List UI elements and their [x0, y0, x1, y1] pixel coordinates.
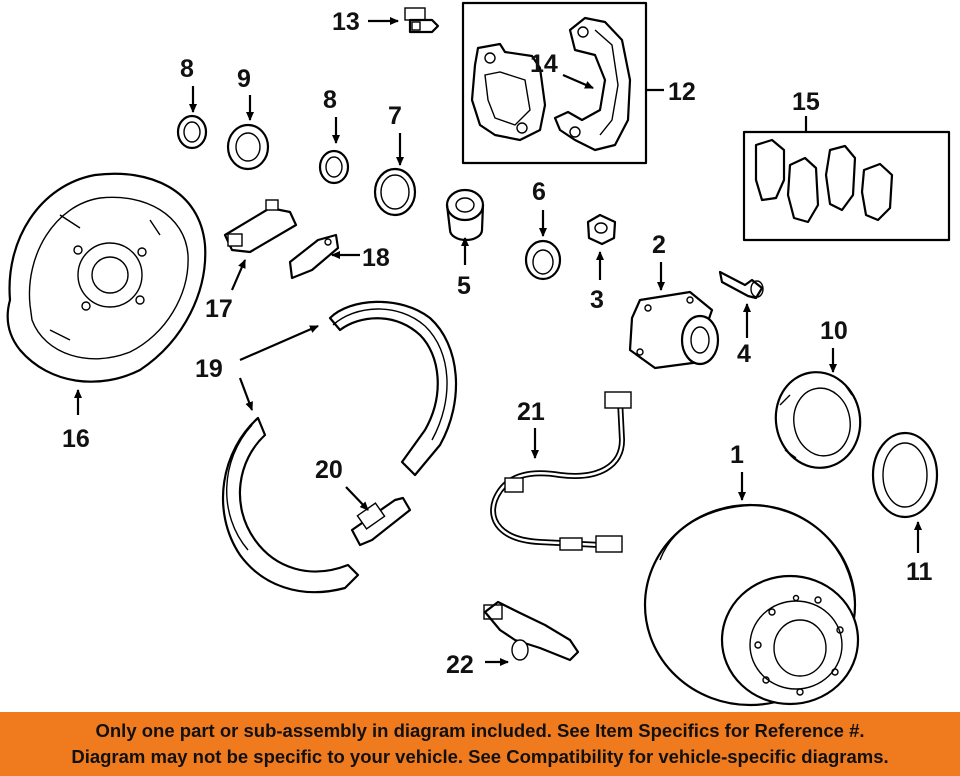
callout-1: 1: [730, 441, 744, 469]
part-18-lever: [288, 233, 340, 280]
callout-19: 19: [195, 355, 223, 383]
part-11-ring: [871, 431, 939, 519]
part-5-bushing: [445, 188, 485, 242]
part-21-brake-hose: [490, 391, 632, 553]
brake-parts-diagram: 13 14 12 15 8 9 8 7: [6, 1, 951, 707]
callout-5: 5: [457, 272, 471, 300]
part-6-seal: [524, 239, 562, 281]
callout-8a: 8: [180, 55, 194, 83]
callout-15: 15: [792, 88, 820, 116]
part-8-shim-ring: [176, 114, 208, 150]
part-14-caliper-bracket: [553, 16, 632, 152]
caliper-group-box: [461, 1, 648, 165]
callout-7: 7: [388, 102, 402, 130]
callout-9: 9: [237, 65, 251, 93]
part-8-shim-ring-2: [318, 149, 350, 185]
callout-14: 14: [530, 50, 558, 78]
part-17-adjuster: [223, 199, 298, 254]
part-3-nut: [586, 213, 617, 246]
callout-18: 18: [362, 244, 390, 272]
part-2-hub-bearing: [628, 290, 720, 370]
part-16-backing-plate: [6, 172, 207, 383]
part-13-bolt: [404, 7, 440, 34]
callout-17: 17: [205, 295, 233, 323]
part-15-brake-pads: [754, 138, 894, 224]
callout-21: 21: [517, 398, 545, 426]
callout-12: 12: [668, 78, 696, 106]
callout-16: 16: [62, 425, 90, 453]
callout-4: 4: [737, 340, 751, 368]
callout-3: 3: [590, 286, 604, 314]
callout-2: 2: [652, 231, 666, 259]
callout-6: 6: [532, 178, 546, 206]
part-22-wheel-speed-sensor: [483, 600, 580, 662]
part-20-plug: [350, 496, 412, 547]
callout-22: 22: [446, 651, 474, 679]
disclaimer-line-2: Diagram may not be specific to your vehi…: [71, 746, 889, 767]
part-10-dust-cover: [774, 371, 862, 469]
callout-10: 10: [820, 317, 848, 345]
disclaimer-banner: Only one part or sub-assembly in diagram…: [0, 712, 960, 776]
callout-11: 11: [906, 558, 933, 586]
part-1-brake-rotor: [643, 503, 860, 707]
part-19-brake-shoes: [221, 300, 458, 594]
callout-13: 13: [332, 8, 360, 36]
callout-20: 20: [315, 456, 343, 484]
pads-group-box: [742, 130, 951, 242]
part-12-caliper: [470, 42, 547, 142]
part-9-seal-ring: [226, 123, 270, 171]
part-4-wheel-stud: [718, 270, 764, 300]
callout-8b: 8: [323, 86, 337, 114]
part-7-o-ring: [373, 167, 417, 217]
disclaimer-line-1: Only one part or sub-assembly in diagram…: [95, 720, 865, 741]
